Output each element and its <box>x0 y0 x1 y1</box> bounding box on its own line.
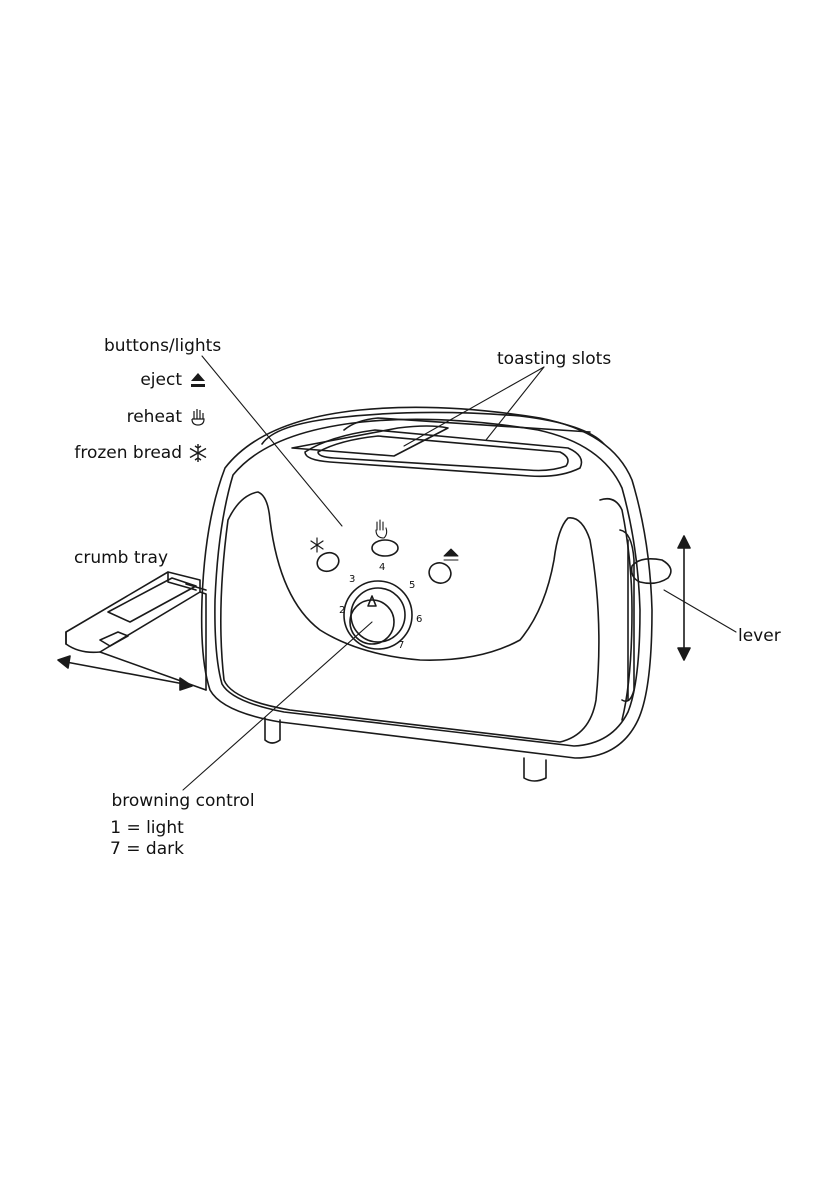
eject-label: eject <box>140 370 182 390</box>
dial-number-6: 6 <box>416 610 422 630</box>
eject-icon <box>188 370 208 390</box>
reheat-label: reheat <box>127 407 182 427</box>
dial-number-7: 7 <box>398 636 404 656</box>
crumb-tray-label: crumb tray <box>74 548 168 568</box>
dark-note: 7 = dark <box>60 839 234 859</box>
frozen-legend: frozen bread <box>74 443 208 463</box>
lever-label: lever <box>738 626 781 646</box>
buttons-lights-label: buttons/lights <box>104 336 221 356</box>
eject-on-toaster-icon <box>444 549 458 560</box>
crumb-tray-drawing[interactable] <box>66 572 206 690</box>
toasting-slots-drawing <box>262 412 604 476</box>
dial-number-4: 4 <box>379 558 385 578</box>
eject-legend: eject <box>140 370 208 390</box>
frozen-button[interactable] <box>315 550 342 574</box>
snowflake-icon <box>188 443 208 463</box>
snowflake-on-toaster-icon <box>311 538 323 552</box>
reheat-on-toaster-icon <box>376 520 387 538</box>
dial-number-5: 5 <box>409 576 415 596</box>
browning-control-label: browning control <box>60 791 306 811</box>
reheat-hand-icon <box>188 407 208 427</box>
light-note: 1 = light <box>60 818 234 838</box>
reheat-legend: reheat <box>127 407 208 427</box>
eject-button[interactable] <box>426 560 454 586</box>
toasting-slots-label: toasting slots <box>497 349 611 369</box>
dial-number-2: 2 <box>339 601 345 621</box>
reheat-button[interactable] <box>372 540 398 556</box>
lever-slot-drawing <box>600 499 634 720</box>
dial-number-3: 3 <box>349 570 355 590</box>
frozen-bread-label: frozen bread <box>74 443 182 463</box>
